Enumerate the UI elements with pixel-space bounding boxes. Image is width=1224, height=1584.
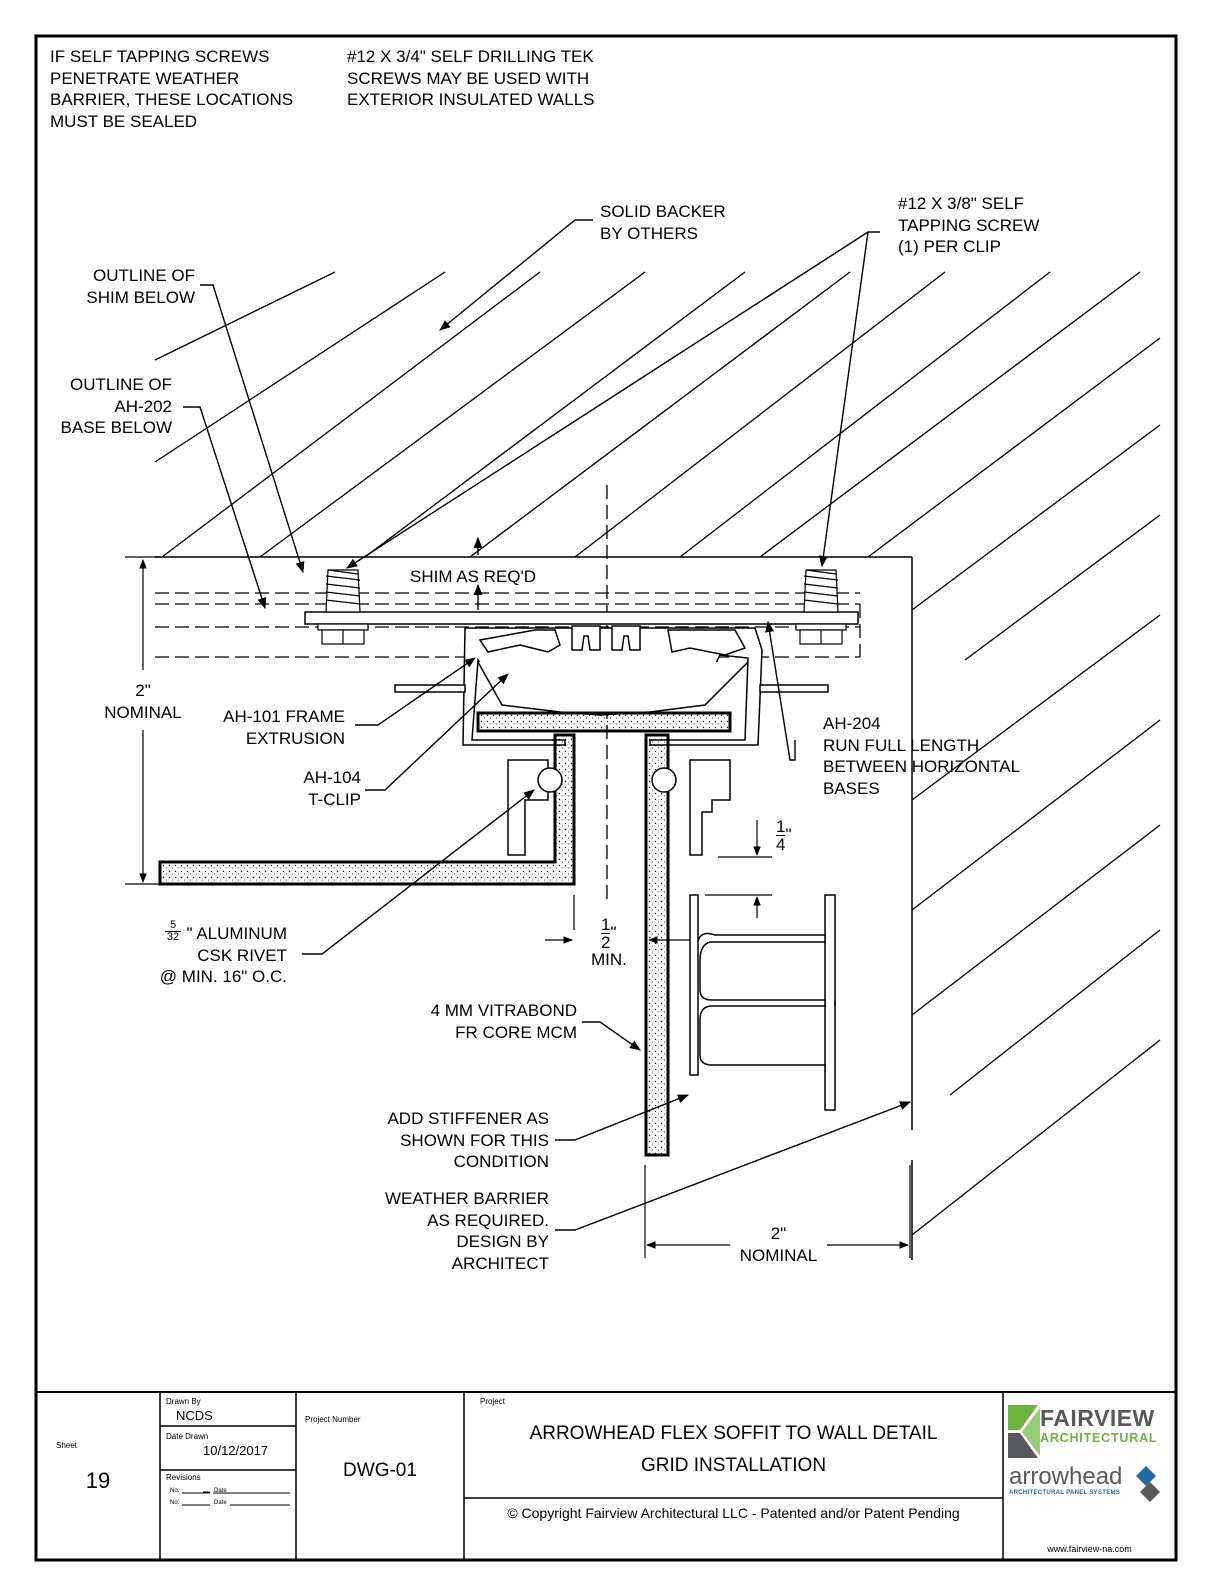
fairview-logo-mark — [1008, 1405, 1040, 1458]
frame-extrusion — [394, 625, 829, 746]
label-frame-extrusion: AH-101 FRAME EXTRUSION — [223, 707, 345, 748]
t-clip-bar — [476, 711, 732, 733]
note-screw-sealing: IF SELF TAPPING SCREWS PENETRATE WEATHER… — [50, 47, 294, 131]
date-drawn-label: Date Drawn — [166, 1432, 209, 1441]
label-ah-204: AH-204 RUN FULL LENGTH BETWEEN HORIZONTA… — [823, 714, 1021, 798]
dim-half-num: 1 — [601, 915, 611, 934]
drawn-by: NCDS — [176, 1408, 213, 1423]
dim-quarter-den: 4 — [776, 835, 786, 854]
backer-outline — [155, 556, 913, 1260]
label-t-clip: AH-104 T-CLIP — [303, 768, 361, 809]
arrowhead-logo-mark — [1136, 1466, 1160, 1502]
rev-date-1: Date — [214, 1488, 227, 1494]
screw-right — [795, 569, 847, 645]
project-title-line2: GRID INSTALLATION — [640, 1455, 827, 1476]
copyright: © Copyright Fairview Architectural LLC -… — [507, 1505, 960, 1521]
dimension-lines — [125, 556, 911, 1258]
project-number-label: Project Number — [305, 1415, 361, 1424]
sheet-label: Sheet — [56, 1441, 77, 1450]
dim-half-den: 2 — [601, 933, 611, 952]
dim-half: 1 2 " — [601, 916, 617, 951]
project-title: ARROWHEAD FLEX SOFFIT TO WALL DETAIL GRI… — [464, 1418, 1003, 1482]
dim-half-min: MIN. — [591, 950, 627, 969]
screw-left — [317, 569, 369, 645]
label-weather-barrier: WEATHER BARRIER AS REQUIRED. DESIGN BY A… — [384, 1189, 549, 1273]
rev-no-2: No. — [170, 1500, 180, 1506]
fairview-logo: FAIRVIEW ARCHITECTURAL — [1040, 1405, 1157, 1445]
rev-no-1: No. — [170, 1488, 180, 1494]
rivet-fraction-den: 32 — [165, 931, 181, 943]
dim-quarter-unit: " — [785, 825, 792, 844]
shim-plate — [304, 611, 859, 625]
logo-architectural: ARCHITECTURAL — [1040, 1431, 1158, 1445]
rivet-fraction-num: 5 — [169, 919, 177, 931]
rivet-fraction: 5 32 — [165, 920, 181, 943]
dim-quarter: 1 4 " — [776, 818, 792, 853]
project-title-line1: ARROWHEAD FLEX SOFFIT TO WALL DETAIL — [529, 1423, 938, 1444]
dim-half-unit: " — [610, 923, 617, 942]
backer-hatch — [154, 271, 1161, 1236]
label-stiffener: ADD STIFFENER AS SHOWN FOR THIS CONDITIO… — [387, 1109, 549, 1171]
drawn-by-label: Drawn By — [166, 1397, 201, 1406]
label-shim: SHIM AS REQ'D — [410, 567, 537, 586]
date-drawn: 10/12/2017 — [203, 1443, 269, 1458]
logo-arrowhead: arrowhead — [1009, 1463, 1123, 1490]
website: www.fairview-na.com — [1047, 1544, 1132, 1554]
dim-quarter-num: 1 — [776, 817, 786, 836]
sheet-border — [34, 34, 1178, 1562]
leaders — [183, 219, 912, 1231]
clip-legs — [507, 759, 731, 856]
label-outline-shim: OUTLINE OF SHIM BELOW — [86, 266, 195, 307]
title-block-grid — [36, 1391, 1176, 1560]
label-solid-backer: SOLID BACKER BY OTHERS — [600, 202, 726, 243]
stiffener-profile — [689, 894, 836, 1111]
note-tek-screws: #12 X 3/4" SELF DRILLING TEK SCREWS MAY … — [347, 47, 595, 109]
vertical-mcm-panel — [644, 733, 670, 1157]
revisions-label: Revisions — [166, 1473, 201, 1482]
project-number: DWG-01 — [343, 1460, 417, 1481]
label-rivet: " ALUMINUM CSK RIVET @ MIN. 16" O.C. — [159, 924, 287, 986]
label-vitrabond: 4 MM VITRABOND FR CORE MCM — [430, 1001, 577, 1042]
revision-row-2: No. Date — [170, 1500, 227, 1506]
dim-left-nominal: 2" NOMINAL — [96, 680, 190, 723]
revision-row-1: No. Date — [170, 1488, 227, 1494]
dim-bottom-nominal: 2" NOMINAL — [739, 1224, 818, 1265]
project-label: Project — [480, 1397, 505, 1406]
rev-date-2: Date — [214, 1500, 227, 1506]
label-self-tapping-screw: #12 X 3/8" SELF TAPPING SCREW (1) PER CL… — [898, 194, 1040, 256]
logo-fairview: FAIRVIEW — [1040, 1405, 1155, 1431]
label-outline-base: OUTLINE OF AH-202 BASE BELOW — [60, 375, 172, 437]
logo-arrowhead-sub: ARCHITECTURAL PANEL SYSTEMS — [1009, 1490, 1121, 1496]
sheet-number: 19 — [85, 1468, 111, 1493]
arrowhead-logo: arrowhead ARCHITECTURAL PANEL SYSTEMS — [1009, 1463, 1123, 1497]
